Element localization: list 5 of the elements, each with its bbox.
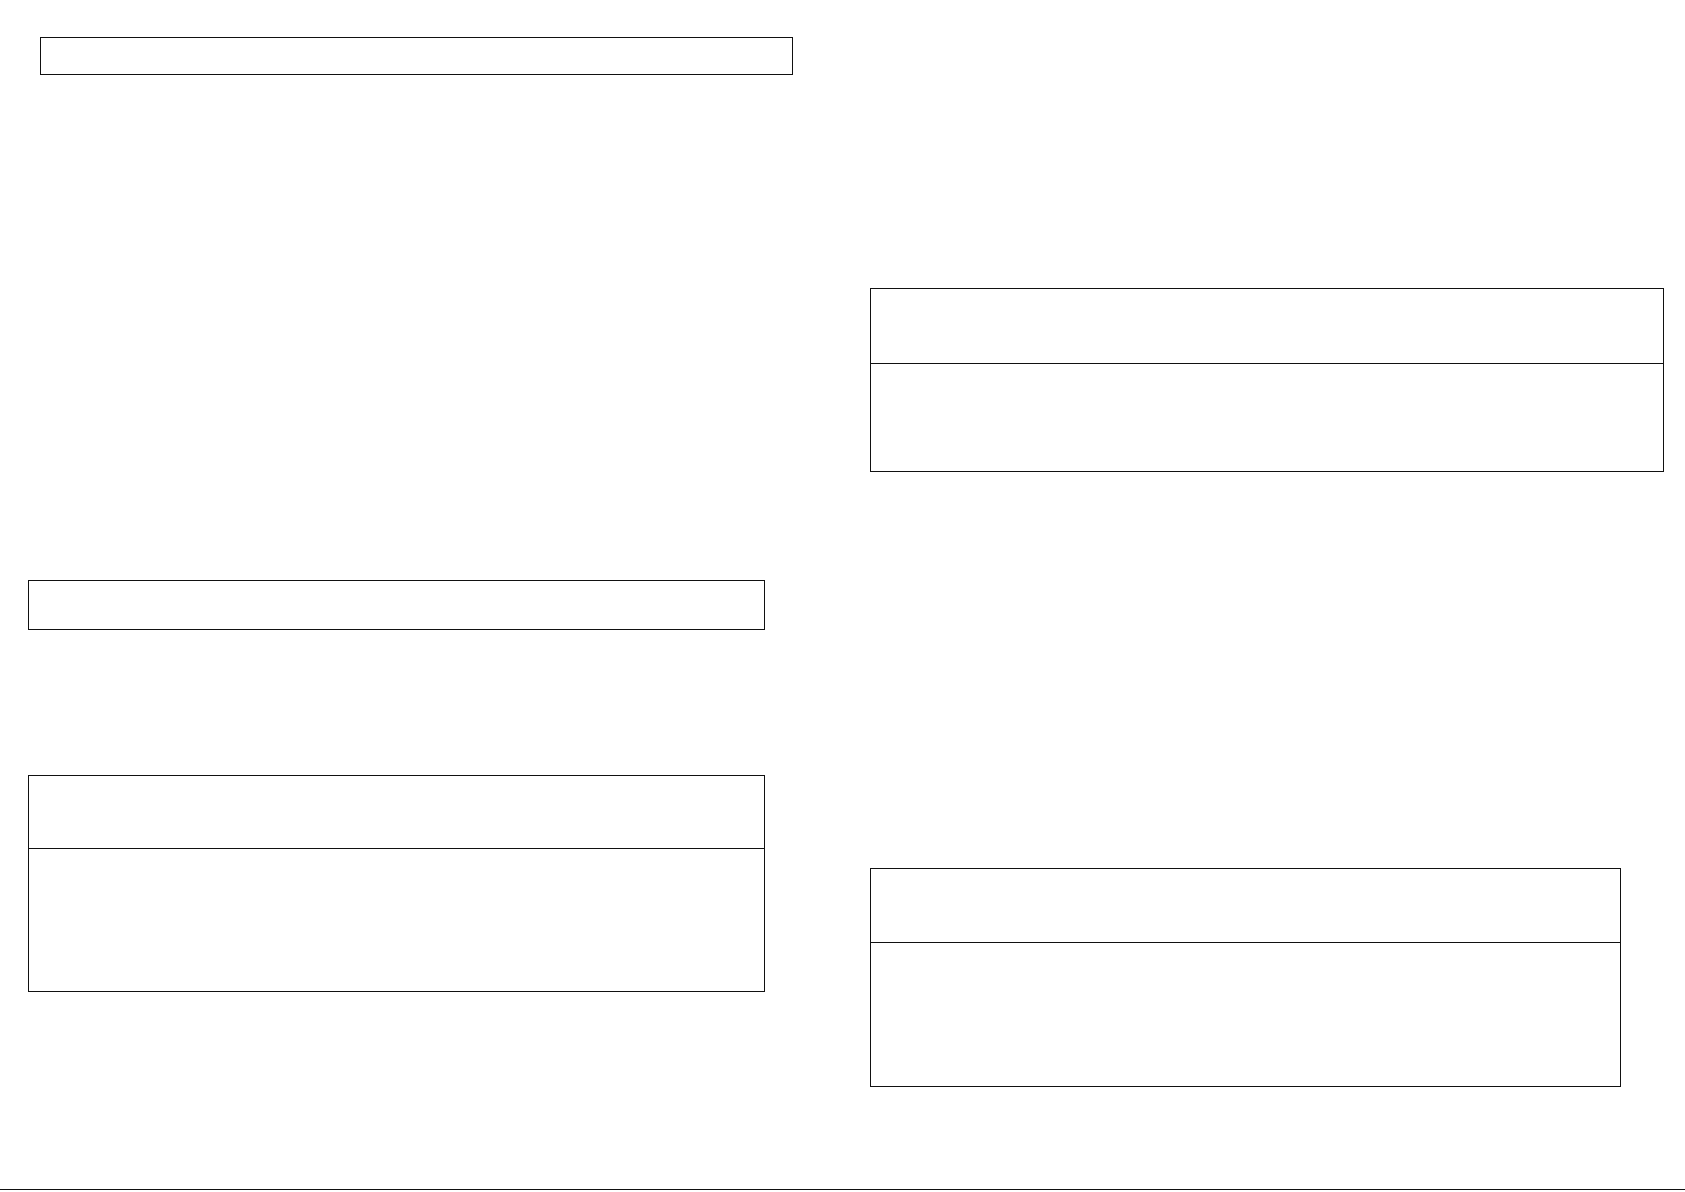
two-part-box — [870, 868, 1621, 1087]
two-part-box — [28, 775, 765, 992]
empty-box — [40, 37, 793, 75]
two-part-box — [870, 288, 1664, 472]
empty-box — [28, 580, 765, 630]
